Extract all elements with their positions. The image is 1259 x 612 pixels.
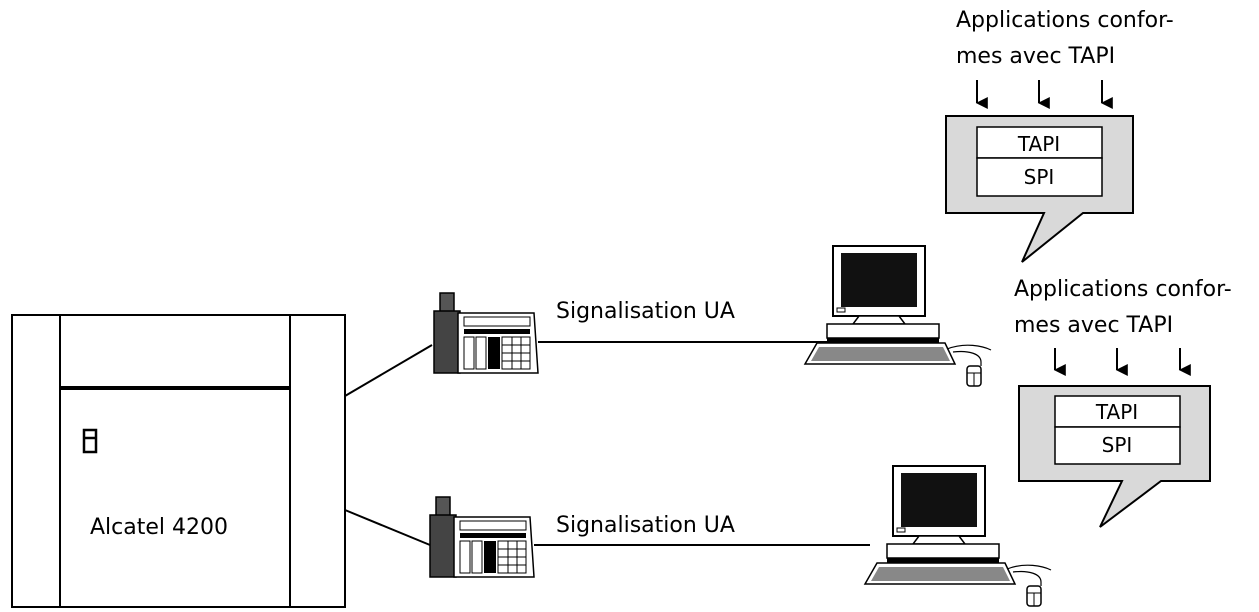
telephone-1-icon: [433, 292, 539, 374]
tapi-callout-2: Applications confor- mes avec TAPI TAPI …: [1014, 277, 1232, 528]
callout-1-tapi-layer: TAPI: [1017, 132, 1060, 156]
signalling-label-1: Signalisation UA: [556, 299, 735, 324]
pbx-switch-icon: [82, 428, 98, 454]
callout-1-caption-line1: Applications confor-: [956, 8, 1174, 33]
callout-1-spi-layer: SPI: [1024, 165, 1055, 189]
callout-2-spi-layer: SPI: [1102, 433, 1133, 457]
tapi-callout-1: Applications confor- mes avec TAPI TAPI …: [945, 8, 1174, 263]
callout-2-caption-line2: mes avec TAPI: [1014, 313, 1173, 338]
callout-2-tapi-layer: TAPI: [1095, 400, 1138, 424]
computer-2-icon: [863, 465, 1052, 607]
pbx-cabinet: Alcatel 4200: [11, 314, 346, 608]
pbx-to-phone-1-line: [344, 344, 433, 397]
callout-2-caption-line1: Applications confor-: [1014, 277, 1232, 302]
callout-1-caption-line2: mes avec TAPI: [956, 44, 1115, 69]
signalling-label-2: Signalisation UA: [556, 513, 735, 538]
computer-1-icon: [803, 245, 992, 387]
pbx-label: Alcatel 4200: [90, 515, 228, 540]
pbx-to-phone-2-line: [344, 509, 431, 546]
telephone-2-icon: [429, 496, 535, 578]
